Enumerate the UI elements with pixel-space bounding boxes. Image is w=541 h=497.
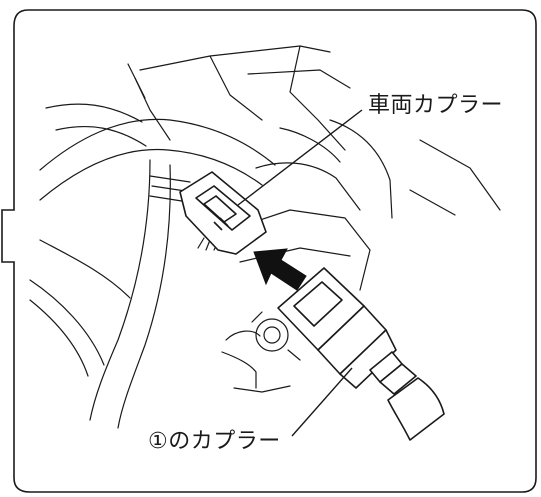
- insert-arrow: [253, 248, 307, 291]
- vehicle-coupler-leader: [237, 109, 363, 206]
- vehicle-coupler-label: 車両カプラー: [368, 93, 504, 118]
- callout-frame: [1, 9, 537, 493]
- coupler-1-label: ①のカプラー: [148, 429, 281, 454]
- vehicle-coupler: [179, 171, 267, 255]
- coupler-1-leader: [291, 367, 353, 437]
- coupler-1: [277, 267, 445, 441]
- engine-bay-linework: [29, 45, 501, 429]
